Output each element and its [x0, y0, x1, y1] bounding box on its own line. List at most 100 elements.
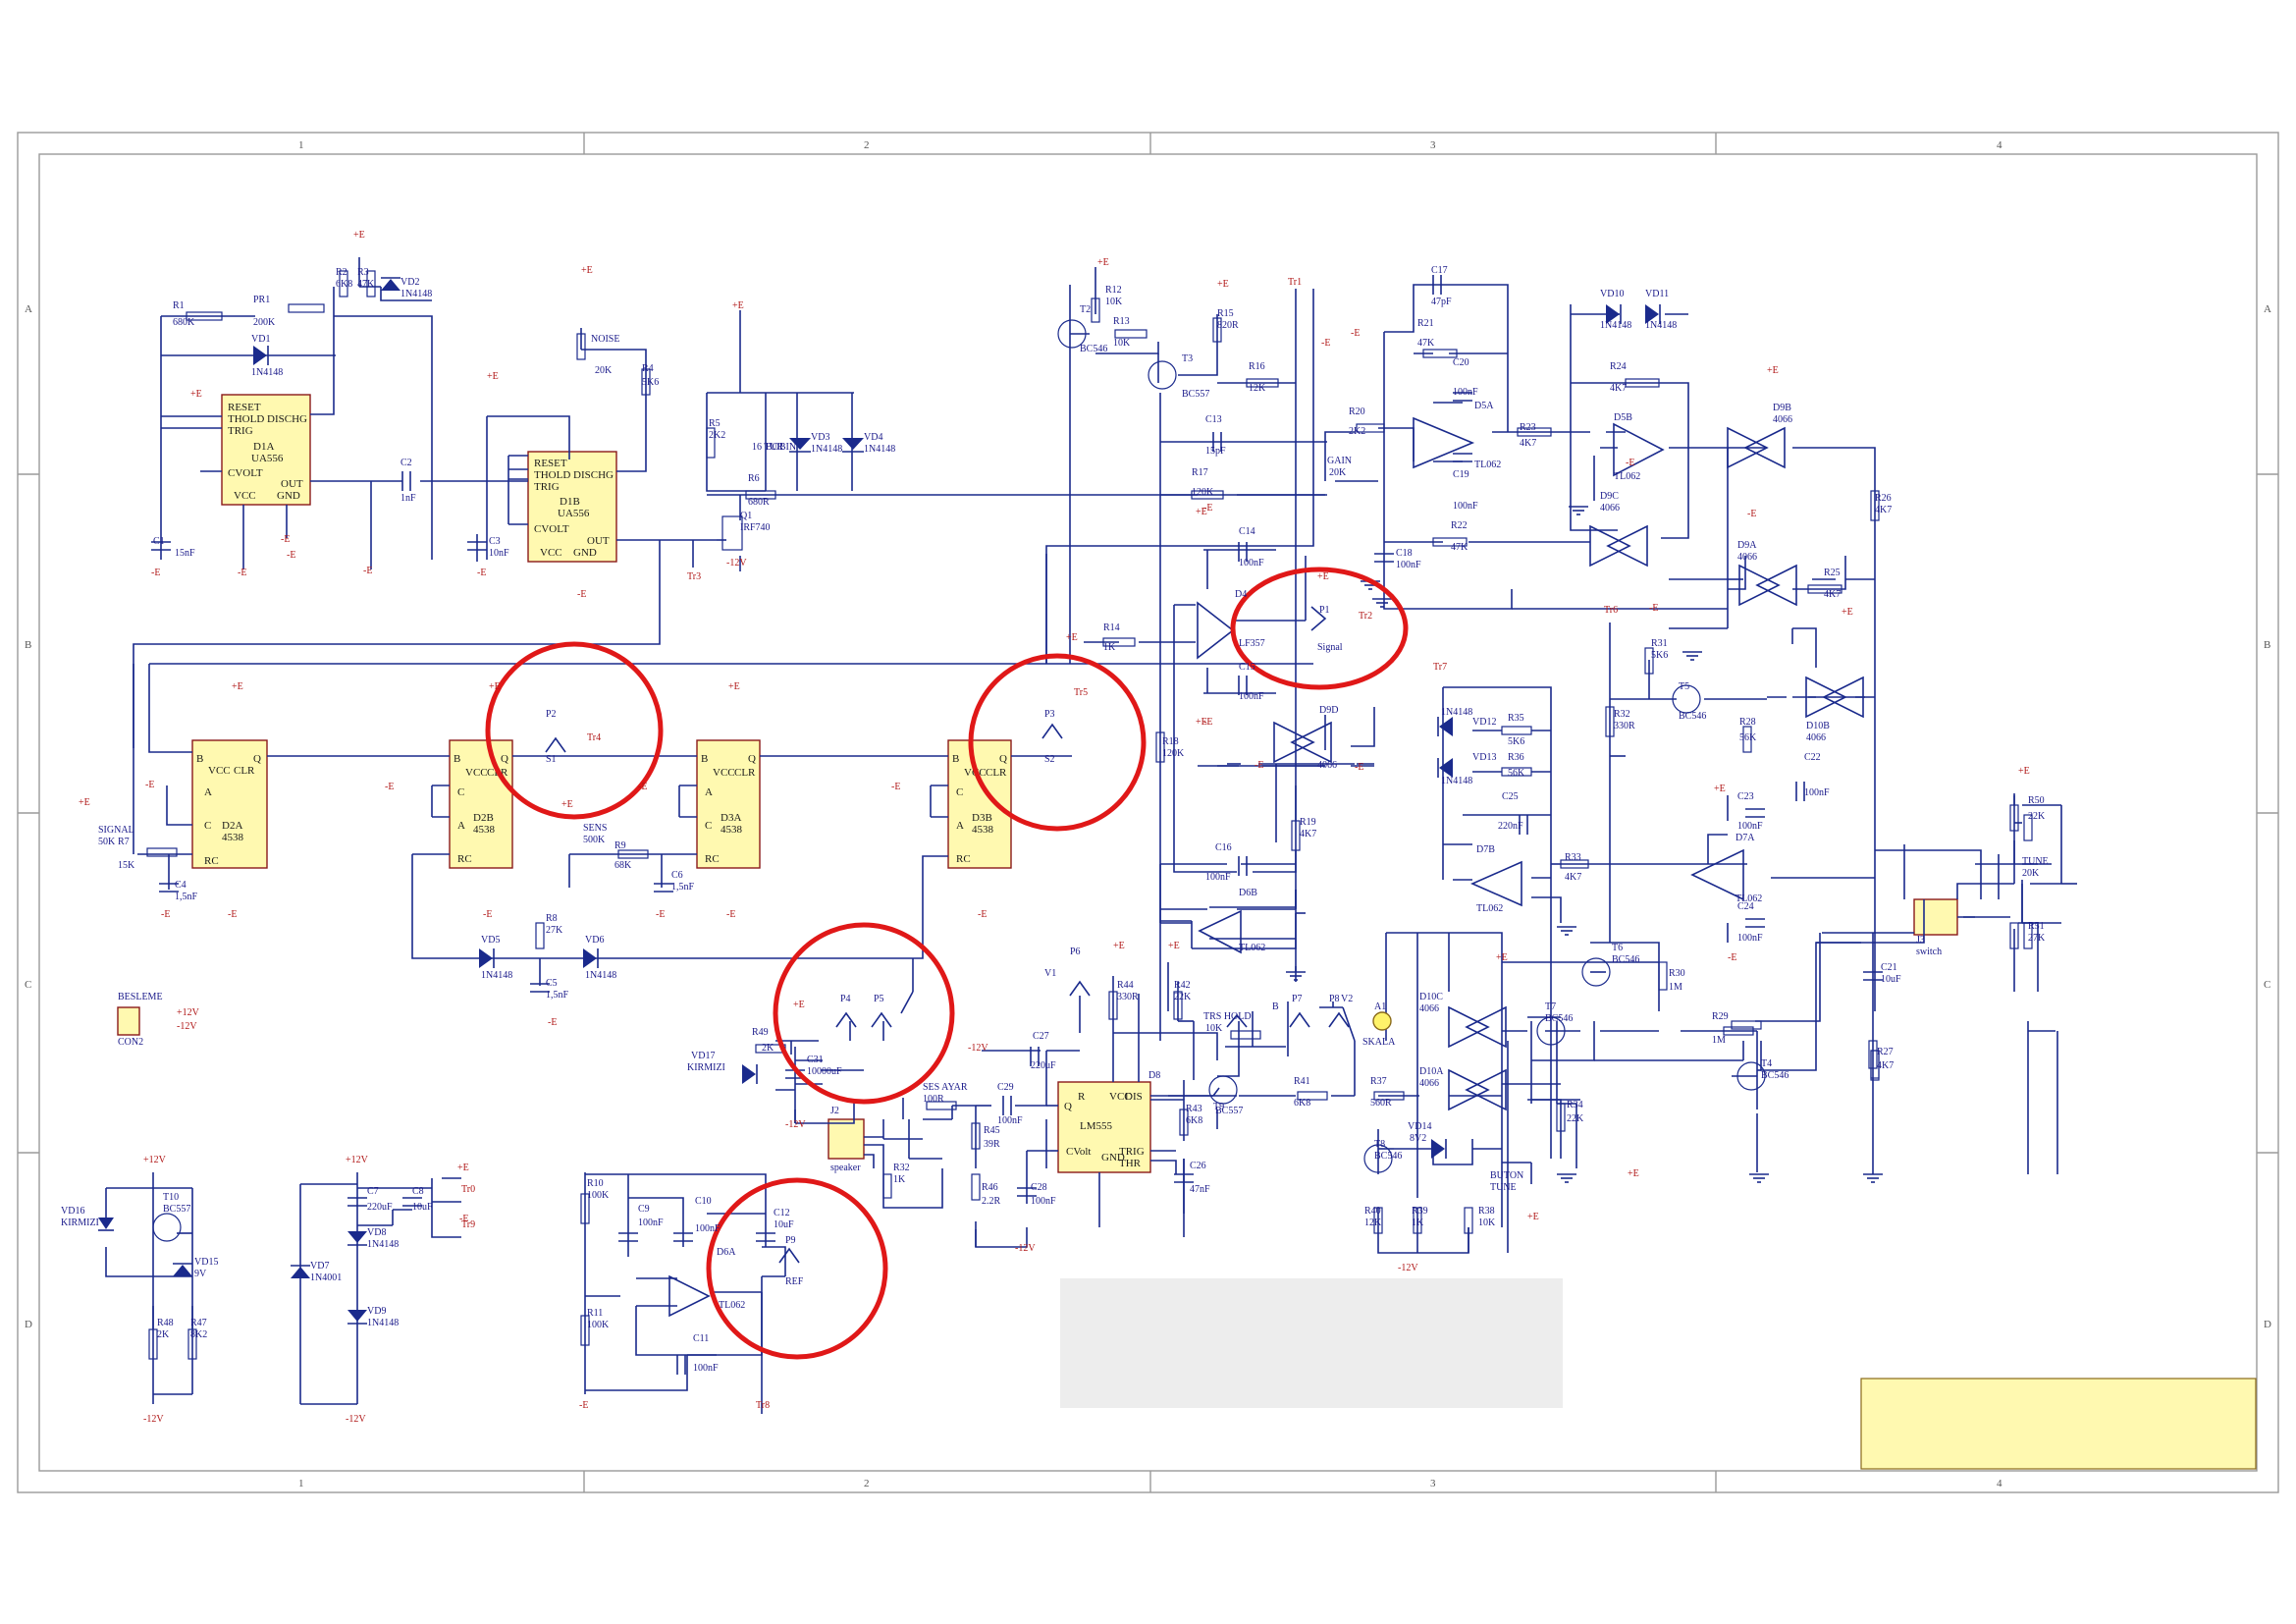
label-components-r48: R48 [157, 1318, 174, 1328]
label-components-t2v: BC546 [1080, 344, 1108, 354]
zone-row-d-right: D [2264, 1319, 2271, 1330]
label-nets-minus12: -12V [968, 1043, 988, 1054]
label-nets-minus: -E [1203, 717, 1213, 728]
label-components-c2v: 1nF [400, 493, 416, 504]
label-nets-plus: +E [1196, 507, 1207, 517]
label-nets-minus12: -12V [726, 558, 747, 568]
label-components-r45v: 39R [984, 1139, 1000, 1150]
label-components-r31v: 5K6 [1651, 650, 1669, 661]
svg-text:LM555: LM555 [1080, 1120, 1113, 1132]
label-nets-minus: -E [238, 568, 247, 578]
label-components-t4v: BC546 [1761, 1070, 1789, 1081]
switch-d10c [1465, 1005, 1507, 1049]
svg-text:4538: 4538 [972, 824, 994, 836]
transistor-t8 [1363, 1144, 1393, 1173]
label-components-vd15v: 9V [194, 1269, 207, 1279]
zone-col-1-top: 1 [298, 139, 304, 151]
label-components-q1v: IRF740 [740, 522, 771, 533]
label-components-r37v: 560R [1370, 1098, 1392, 1109]
zone-col-1-bottom: 1 [298, 1478, 304, 1489]
label-components-r48v: 2K [157, 1329, 170, 1340]
label-components-j3: J3 [1916, 935, 1925, 946]
label-components-c1: C1 [153, 536, 165, 547]
label-probes-v2: V2 [1341, 994, 1354, 1004]
label-components-r50v: 22K [2028, 811, 2046, 822]
label-components-c27v: 220uF [1031, 1060, 1056, 1071]
svg-text:C: C [457, 786, 464, 798]
label-components-vd7v: 1N4001 [310, 1272, 343, 1283]
diode-vd7 [291, 1267, 310, 1278]
red-circle-p4-p5 [773, 922, 955, 1105]
d1a-pin-cvolt: CVOLT [228, 467, 263, 479]
label-components-c21v: 10uF [1881, 974, 1901, 985]
label-components-bobin: BOBIN [766, 442, 797, 453]
svg-text:Q: Q [501, 753, 508, 765]
label-nets-plus: +E [353, 230, 365, 241]
label-nets-minus: -E [287, 550, 296, 561]
zone-col-3-top: 3 [1430, 139, 1436, 151]
label-components-c29v: 100nF [997, 1115, 1023, 1126]
label-nets-minus: -E [228, 909, 238, 920]
label-nets-tr3: Tr3 [687, 571, 702, 582]
j2-connector [828, 1118, 865, 1160]
label-components-c7: C7 [367, 1186, 379, 1197]
label-components-r18: R18 [1162, 736, 1179, 747]
label-components-d9c: D9C [1600, 491, 1619, 502]
label-components-r17v: 120K [1192, 487, 1214, 498]
label-nets-plus: +E [1714, 784, 1726, 794]
label-components-trsv: 10K [1205, 1023, 1223, 1034]
d1a-part: UA556 [251, 453, 284, 464]
label-nets-tr4: Tr4 [587, 732, 602, 743]
label-components-c16v: 100nF [1205, 872, 1231, 883]
label-components-r12v: 10K [1105, 297, 1123, 307]
label-nets-plus: +E [1317, 571, 1329, 582]
label-components-r16v: 12K [1249, 383, 1266, 394]
label-components-c13v: 15pF [1205, 446, 1226, 457]
label-components-noise: NOISE [591, 334, 620, 345]
label-components-d9av: 4066 [1737, 552, 1757, 563]
diode-vd1 [253, 346, 267, 365]
label-components-t6v: BC546 [1612, 954, 1640, 965]
label-probes-p3: P3 [1044, 709, 1055, 720]
label-components-t7: T7 [1545, 1001, 1557, 1012]
label-components-vd13v: 1N4148 [1441, 776, 1473, 786]
label-components-switch: switch [1916, 947, 1943, 957]
label-components-r44v: 330R [1117, 992, 1139, 1002]
label-nets-minus: -E [151, 568, 161, 578]
svg-text:4538: 4538 [721, 824, 743, 836]
label-nets-plus: +E [732, 300, 744, 311]
label-components-t6: T6 [1612, 943, 1624, 953]
label-components-buton: BUTON [1490, 1170, 1524, 1181]
transistor-t5 [1672, 684, 1701, 714]
label-nets-plus: +E [487, 371, 499, 382]
d1b-part: UA556 [558, 508, 590, 519]
label-components-r50: R50 [2028, 795, 2045, 806]
label-components-t8: T8 [1374, 1139, 1386, 1150]
label-probes-p8: P8 [1329, 994, 1340, 1004]
label-components-r34v: 22K [1567, 1113, 1584, 1124]
label-components-besleme: BESLEME [118, 992, 163, 1002]
label-components-noisev: 20K [595, 365, 613, 376]
label-components-vd2: VD2 [400, 277, 420, 288]
transistor-t3 [1148, 360, 1177, 390]
label-components-r5v: 2K2 [709, 430, 726, 441]
label-components-j2: J2 [830, 1106, 839, 1116]
transistor-t7 [1536, 1016, 1566, 1046]
label-components-c28v: 100nF [1031, 1196, 1056, 1207]
diode-vd9 [347, 1310, 367, 1322]
opamp-d6a [668, 1274, 711, 1318]
label-components-r37: R37 [1370, 1076, 1387, 1087]
analog-switches [1273, 426, 1864, 1111]
label-components-c1v: 15nF [175, 548, 195, 559]
diode-vd15 [173, 1265, 192, 1276]
label-nets-tr1: Tr1 [1288, 277, 1303, 288]
svg-text:D2A: D2A [222, 820, 242, 832]
label-components-c9: C9 [638, 1204, 650, 1215]
label-components-r32bv: 1K [893, 1174, 906, 1185]
label-components-r1: R1 [173, 300, 185, 311]
svg-text:4538: 4538 [222, 832, 244, 843]
label-components-vd11: VD11 [1645, 289, 1670, 299]
svg-text:A: A [204, 786, 212, 798]
label-components-r26: R26 [1875, 493, 1892, 504]
